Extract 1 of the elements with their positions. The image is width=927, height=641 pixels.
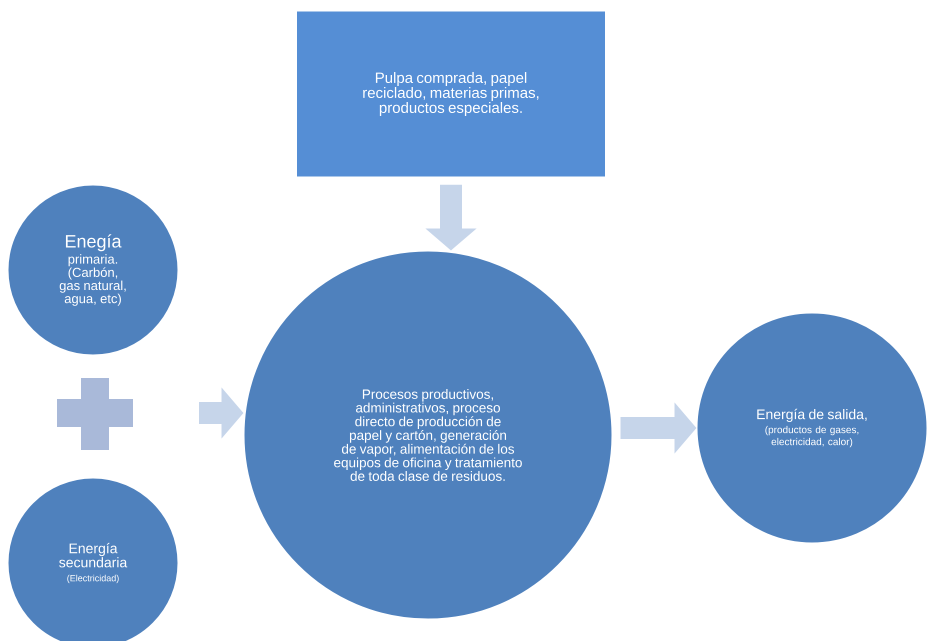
input-box: Pulpa comprada, papel reciclado, materias primas, productos especiales.	[297, 12, 605, 176]
